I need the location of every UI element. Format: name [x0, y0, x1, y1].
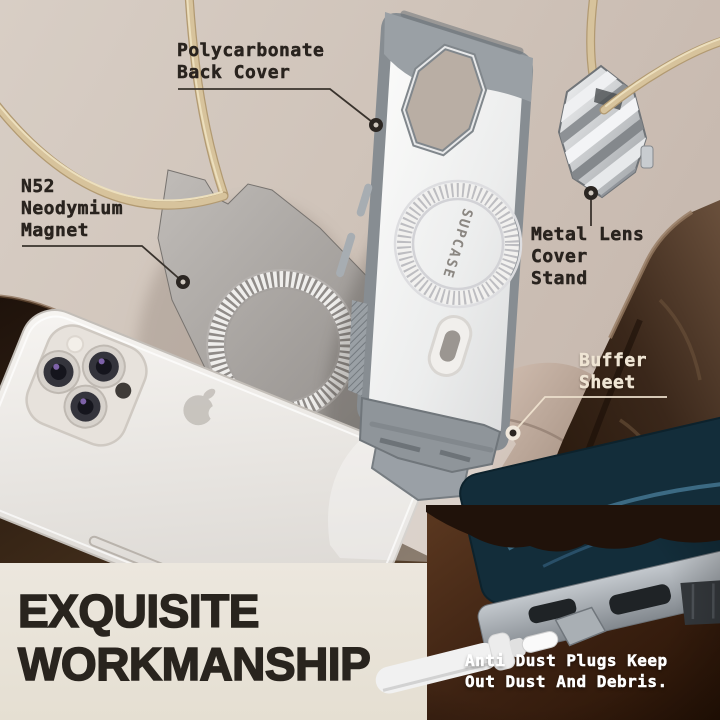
- lens-stand-cord-front: [599, 37, 720, 115]
- callout-buffer-sheet-line1: Buffer: [579, 350, 648, 372]
- rock-overhang: [426, 505, 720, 552]
- magnet-leader-line: [22, 245, 184, 283]
- heading-panel: [0, 563, 427, 720]
- callout-lines: [22, 88, 667, 441]
- callout-lens-stand-line2: Cover: [531, 246, 588, 268]
- inset-caption-line2: Out Dust And Debris.: [465, 672, 668, 692]
- callout-magnet-line1: N52: [21, 176, 56, 198]
- inset-caption-line1: Anti Dust Plugs Keep: [465, 651, 668, 671]
- camera-lens: [63, 384, 108, 429]
- case-side-buttons: [336, 183, 373, 278]
- hand-strap-cord-left: [0, 0, 229, 210]
- callout-lens-stand-line3: Stand: [531, 268, 588, 290]
- callout-magnet: N52 Neodymium Magnet: [21, 176, 123, 242]
- camera-flash: [66, 335, 85, 354]
- apple-logo: [183, 388, 225, 426]
- callout-lens-stand: Metal Lens Cover Stand: [531, 224, 644, 290]
- callout-lens-stand-line1: Metal Lens: [531, 224, 645, 246]
- camera-lens: [36, 350, 81, 395]
- phone-case: SUPCASE: [336, 10, 534, 474]
- callout-buffer-sheet-line2: Sheet: [579, 372, 636, 394]
- callout-back-cover-line1: Polycarbonate: [177, 40, 325, 62]
- camera-lens: [81, 344, 126, 389]
- case-stand-button: [427, 315, 473, 377]
- page-title-line1: EXQUISITE: [17, 584, 260, 638]
- callout-buffer-sheet: Buffer Sheet: [579, 350, 647, 394]
- callout-back-cover: Polycarbonate Back Cover: [177, 40, 324, 84]
- camera-module: [25, 324, 148, 447]
- callout-back-cover-line2: Back Cover: [177, 62, 291, 84]
- back-cover-leader-line: [178, 88, 377, 126]
- page-title: EXQUISITE WORKMANSHIP: [17, 584, 418, 691]
- lidar-sensor: [115, 382, 132, 399]
- case-magsafe-ring: SUPCASE: [393, 179, 523, 309]
- case-bottom-bumper: [358, 396, 502, 474]
- case-side-grip: [348, 300, 368, 396]
- page-title-line2: WORKMANSHIP: [17, 637, 371, 691]
- callout-magnet-line3: Magnet: [21, 220, 90, 242]
- buffer-sheet-leader-line: [512, 396, 667, 434]
- callout-magnet-line2: Neodymium: [21, 198, 124, 220]
- stand-foot: [640, 145, 654, 169]
- inset-caption: Anti Dust Plugs Keep Out Dust And Debris…: [465, 650, 668, 692]
